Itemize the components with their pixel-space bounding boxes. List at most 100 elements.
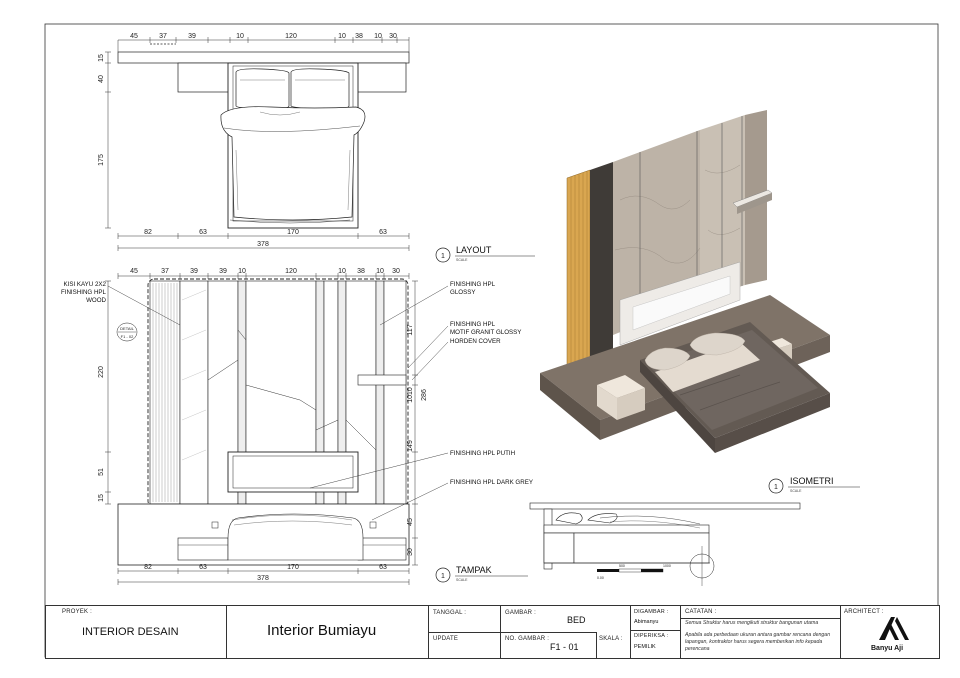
tp-dim-b3: 63 (379, 229, 387, 236)
tp-dim-t8: 30 (389, 33, 397, 40)
tampak-title-name: TAMPAK (456, 565, 492, 575)
tp-dim-t5: 10 (338, 33, 346, 40)
tb-digambar-cell: DIGAMBAR : Abimanyu DIPERIKSA : PEMILIK (630, 606, 681, 658)
detail-tag: DETAIL F1 - 02 (116, 322, 138, 342)
el-dim-r2: 286 (421, 389, 428, 401)
el-dim-r0: 117 (407, 324, 414, 335)
note-dark-grey: FINISHING HPL DARK GREY (450, 479, 533, 486)
title-block: PROYEK : INTERIOR DESAIN Interior Bumiay… (45, 605, 940, 659)
scale-bar: 0.00 500 1000 (597, 564, 671, 580)
tb-gambar-label: GAMBAR : (505, 610, 536, 616)
scale-label-0: 0.00 (597, 576, 604, 580)
tb-no-gambar-label: NO. GAMBAR : (505, 636, 550, 642)
el-dim-t3: 39 (219, 268, 227, 275)
tb-gambar-value: BED (567, 615, 586, 625)
el-dim-t5: 120 (285, 268, 297, 275)
note-kisi-1: KISI KAYU 2X2 (63, 281, 106, 288)
side-section-view (529, 502, 801, 586)
note-kisi-3: WOOD (86, 297, 106, 304)
top-plan-dimensions (105, 37, 410, 251)
tp-dim-t1: 37 (159, 33, 167, 40)
isometri-title-scale: SCALE (790, 489, 802, 493)
top-plan-dim-labels: 45 37 39 10 120 10 38 10 30 82 63 170 63… (98, 33, 397, 248)
note-granit-2: MOTIF GRANIT GLOSSY (450, 329, 521, 336)
el-dim-t1: 37 (161, 268, 169, 275)
note-putih: FINISHING HPL PUTIH (450, 450, 515, 457)
note-kisi-2: FINISHING HPL (61, 289, 107, 296)
note-granit-3: HORDEN COVER (450, 338, 501, 345)
tp-dim-t0: 45 (130, 33, 138, 40)
tb-architect-label: ARCHITECT : (844, 609, 884, 615)
tp-dim-t4: 120 (285, 33, 297, 40)
isometri-title-name: ISOMETRI (790, 476, 834, 486)
el-dim-t2: 39 (190, 268, 198, 275)
el-dim-t9: 30 (392, 268, 400, 275)
layout-title-name: LAYOUT (456, 245, 492, 255)
tp-dim-l0: 15 (98, 54, 105, 62)
el-dim-b3: 63 (379, 564, 387, 571)
isometri-title: 1 ISOMETRI SCALE (768, 476, 860, 494)
el-dim-r4: 45 (407, 518, 414, 526)
top-plan-view (117, 43, 410, 229)
isometric-view (540, 110, 830, 453)
tp-dim-b2: 170 (287, 229, 299, 236)
tb-tanggal-cell: TANGGAL : UPDATE (428, 606, 501, 658)
elevation-view (117, 278, 410, 566)
tb-catatan-1: Semua Struktur harus mengikuti struktur … (685, 620, 819, 626)
tp-dim-t2: 39 (188, 33, 196, 40)
layout-title: 1 LAYOUT SCALE (435, 245, 535, 263)
el-dim-r3: 149 (407, 440, 414, 452)
tp-dim-l2: 175 (98, 154, 105, 166)
architect-logo-icon (879, 617, 909, 640)
note-granit-1: FINISHING HPL (450, 321, 496, 328)
tb-tanggal-label: TANGGAL : (433, 610, 467, 616)
tp-dim-t7: 10 (374, 33, 382, 40)
tampak-title-scale: SCALE (456, 578, 468, 582)
tp-dim-total: 378 (257, 241, 269, 248)
tb-proyek-cell: PROYEK : INTERIOR DESAIN (46, 606, 226, 658)
detail-tag-line1: DETAIL (120, 326, 134, 331)
tb-digambar-label: DIGAMBAR : (634, 609, 669, 615)
tb-architect-name: Banyu Aji (871, 645, 904, 652)
el-dim-l0: 220 (98, 366, 105, 378)
el-dim-l2: 15 (98, 494, 105, 502)
tb-proyek-value: INTERIOR DESAIN (82, 626, 179, 638)
el-dim-r1: 1010 (407, 387, 414, 403)
el-dim-t4: 10 (238, 268, 246, 275)
el-dim-t6: 10 (338, 268, 346, 275)
elevation-dimensions (105, 273, 418, 585)
isometri-title-num: 1 (774, 484, 778, 491)
el-dim-b2: 170 (287, 564, 299, 571)
el-dim-total: 378 (257, 575, 269, 582)
tp-dim-b0: 82 (144, 229, 152, 236)
tb-diperiksa-label: DIPERIKSA : (634, 633, 669, 639)
tb-no-gambar-value: F1 - 01 (550, 642, 579, 652)
tb-catatan-2: Apabila ada perbedaan ukuran antara gamb… (685, 632, 831, 652)
el-dim-b1: 63 (199, 564, 207, 571)
tb-gambar-cell: GAMBAR : BED NO. GAMBAR : F1 - 01 SKALA … (500, 606, 630, 658)
tb-architect-cell: ARCHITECT : Banyu Aji (840, 606, 939, 658)
el-dim-t7: 38 (357, 268, 365, 275)
tb-skala-label: SKALA : (599, 636, 623, 642)
tp-dim-t6: 38 (355, 33, 363, 40)
tb-project-name: Interior Bumiayu (267, 622, 377, 639)
el-dim-l1: 51 (98, 468, 105, 476)
note-glossy-2: GLOSSY (450, 289, 475, 296)
note-glossy-1: FINISHING HPL (450, 281, 496, 288)
el-dim-t0: 45 (130, 268, 138, 275)
tampak-title-num: 1 (441, 573, 445, 580)
scale-label-1000: 1000 (663, 564, 671, 568)
annotations: KISI KAYU 2X2 FINISHING HPL WOOD FINISHI… (61, 281, 533, 486)
layout-title-scale: SCALE (456, 258, 468, 262)
tp-dim-b1: 63 (199, 229, 207, 236)
tp-dim-t3: 10 (236, 33, 244, 40)
tampak-title: 1 TAMPAK SCALE (435, 565, 528, 583)
layout-title-num: 1 (441, 253, 445, 260)
elevation-dim-labels: 45 37 39 39 10 120 10 38 10 30 82 63 170… (98, 268, 428, 582)
tb-proyek-label: PROYEK : (62, 609, 92, 615)
annotation-leaders (107, 285, 449, 521)
el-dim-r5: 30 (407, 548, 414, 556)
el-dim-b0: 82 (144, 564, 152, 571)
scale-label-500: 500 (619, 564, 625, 568)
